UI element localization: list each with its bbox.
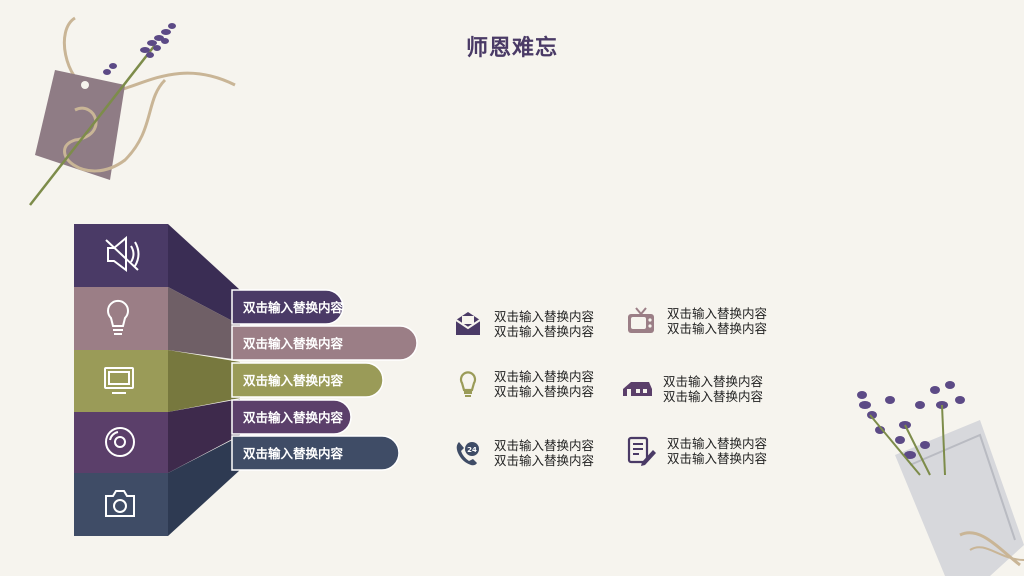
item-text: 双击输入替换内容双击输入替换内容 — [493, 369, 594, 399]
tab-label-4: 双击输入替换内容 — [242, 410, 344, 425]
camera-icon — [105, 490, 135, 517]
item-text: 双击输入替换内容双击输入替换内容 — [493, 438, 594, 468]
connector-row-4 — [168, 399, 240, 473]
tab-label-3: 双击输入替换内容 — [242, 373, 344, 388]
block-row-4[interactable] — [74, 412, 168, 473]
tab-row-1[interactable] — [231, 289, 344, 325]
tab-row-5[interactable] — [231, 435, 400, 471]
svg-text:24: 24 — [467, 446, 477, 454]
item-text: 双击输入替换内容双击输入替换内容 — [666, 436, 767, 466]
block-row-2[interactable] — [74, 287, 168, 350]
connector-row-1 — [168, 224, 240, 325]
tab-label-1: 双击输入替换内容 — [242, 300, 344, 315]
page-title: 师恩难忘 — [465, 36, 558, 61]
mail-icon — [455, 312, 481, 335]
list-item-house: 双击输入替换内容双击输入替换内容 — [622, 374, 768, 404]
infographic-panel: 双击输入替换内容 双击输入替换内容 双击输入替换内容 双击输入替换内容 双击输入… — [74, 224, 418, 536]
phone-24-icon: 24 — [456, 442, 479, 466]
lightbulb-icon — [107, 299, 129, 335]
list-item-tv: 双击输入替换内容双击输入替换内容 — [626, 306, 772, 336]
monitor-icon — [104, 367, 134, 394]
tab-row-4[interactable] — [231, 399, 352, 435]
lavender-tag-decoration — [29, 16, 236, 206]
house-icon — [623, 382, 652, 396]
connector-row-5 — [168, 436, 240, 536]
item-text: 双击输入替换内容双击输入替换内容 — [662, 374, 763, 404]
connector-row-3 — [168, 350, 240, 412]
list-item-phone: 24 双击输入替换内容双击输入替换内容 — [453, 438, 599, 468]
list-item-lightbulb: 双击输入替换内容双击输入替换内容 — [453, 369, 599, 399]
block-row-5[interactable] — [74, 473, 168, 536]
speaker-icon — [105, 235, 140, 272]
lavender-bouquet-decoration — [857, 381, 1024, 576]
list-item-mail: 双击输入替换内容双击输入替换内容 — [453, 309, 599, 339]
disc-icon — [105, 427, 135, 457]
tab-row-3[interactable] — [231, 362, 384, 398]
item-text: 双击输入替换内容双击输入替换内容 — [493, 309, 594, 339]
tab-label-2: 双击输入替换内容 — [242, 336, 344, 351]
lightbulb-icon — [459, 371, 477, 397]
item-text: 双击输入替换内容双击输入替换内容 — [666, 306, 767, 336]
connector-row-2 — [168, 287, 240, 360]
block-row-3[interactable] — [74, 350, 168, 412]
block-row-1[interactable] — [74, 224, 168, 287]
tab-row-2[interactable] — [231, 325, 418, 361]
tab-label-5: 双击输入替换内容 — [242, 446, 344, 461]
document-edit-icon — [627, 436, 656, 466]
tv-icon — [628, 307, 654, 333]
list-item-document: 双击输入替换内容双击输入替换内容 — [626, 436, 772, 466]
